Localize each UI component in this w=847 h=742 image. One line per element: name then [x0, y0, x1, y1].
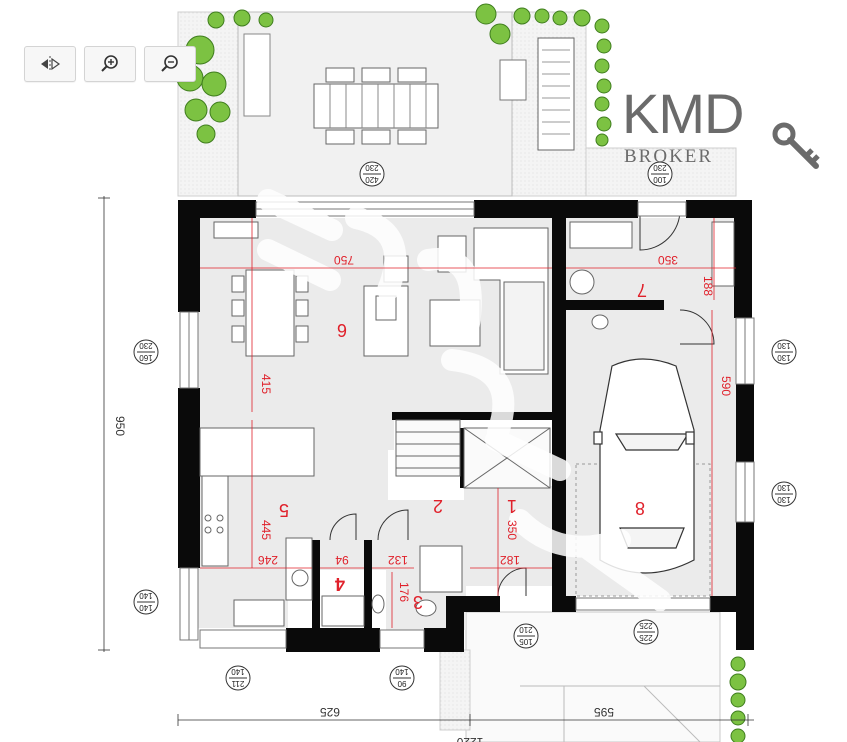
dim-living-height: 415 [259, 374, 273, 394]
logo-main-text: KMD [622, 82, 744, 145]
wc-window-tag: 90 140 [389, 665, 415, 691]
dim-hall-width: 182 [500, 553, 520, 567]
zoom-out-button[interactable] [144, 46, 196, 82]
utility-door-tag-top: 100 [653, 175, 667, 184]
living-window-tag-top: 160 [139, 353, 153, 362]
wc-window-tag-top: 90 [397, 679, 406, 688]
garage-window-top-tag-top: 130 [777, 353, 791, 362]
kmd-broker-logo: KMD BROKER [622, 82, 820, 169]
dim-room4-width: 94 [335, 553, 349, 567]
opening-tags: 420 230 100 230 160 230 130 130 130 130 … [133, 161, 797, 691]
terrace-table [313, 83, 439, 129]
room-number-8: 8 [635, 498, 645, 518]
door-swings [329, 209, 715, 597]
dim-utility-width: 350 [658, 253, 678, 267]
terrace-bench [243, 33, 271, 117]
entrance-door-tag: 105 210 [513, 623, 539, 649]
room-number-1: 1 [507, 496, 517, 516]
entrance-door-tag-bottom: 210 [519, 625, 533, 634]
terrace-side-table [499, 59, 527, 101]
room-number-3: 3 [413, 592, 423, 612]
dim-overall-height: 950 [113, 416, 127, 436]
utility-door-tag: 100 230 [647, 161, 673, 187]
kitchen-bottom-window-tag-top: 211 [231, 679, 244, 688]
garage-window-top-tag: 130 130 [771, 339, 797, 365]
structural-dimension-lines [98, 196, 754, 726]
garage-door-tag: 225 225 [633, 619, 659, 645]
flip-icon [41, 56, 61, 72]
flip-button[interactable] [24, 46, 76, 82]
zoom-out-icon [161, 55, 178, 72]
terrace-door-tag: 420 230 [359, 161, 385, 187]
dim-width-total: 1220 [456, 735, 483, 742]
garage-door-tag-bottom: 225 [639, 621, 653, 630]
room-number-6: 6 [337, 320, 347, 340]
dim-width-left: 625 [320, 705, 340, 719]
dim-width-right: 595 [594, 705, 614, 719]
walls [178, 200, 754, 652]
room-number-4: 4 [335, 574, 345, 594]
furniture [199, 221, 735, 627]
zoom-in-button[interactable] [84, 46, 136, 82]
garage-window-bottom-tag-bottom: 130 [777, 483, 791, 492]
kitchen-window-tag-top: 140 [139, 603, 153, 612]
driveway [465, 611, 721, 742]
kitchen-bottom-window-tag: 211 140 [225, 665, 251, 691]
dimension-lines [200, 218, 736, 628]
kitchen-window-tag-bottom: 140 [139, 591, 153, 600]
hedge-top-left [176, 9, 274, 144]
kitchen-bottom-window-tag-bottom: 140 [231, 667, 245, 676]
room-number-2: 2 [433, 496, 443, 516]
hedge-bottom-right [729, 656, 747, 742]
garage-door-tag-top: 225 [639, 633, 653, 642]
logo-sub-text: BROKER [624, 146, 714, 167]
dim-garage-height: 590 [719, 376, 733, 396]
room-number-7: 7 [637, 280, 647, 300]
car [593, 358, 695, 574]
dim-kitchen-height: 445 [259, 520, 273, 540]
garage-window-bottom-tag: 130 130 [771, 481, 797, 507]
terrace-lounger [537, 37, 575, 151]
wc-window-tag-bottom: 140 [395, 667, 409, 676]
room-number-5: 5 [279, 500, 289, 520]
dim-kitchen-width: 246 [258, 553, 278, 567]
terrace-door-tag-bottom: 230 [365, 163, 379, 172]
key-icon [772, 122, 820, 169]
living-window-tag: 160 230 [133, 339, 159, 365]
utility-door-tag-bottom: 230 [653, 163, 667, 172]
terrace-door-tag-top: 420 [365, 175, 379, 184]
hedge-top-right [475, 3, 612, 147]
dim-living-width: 750 [334, 253, 354, 267]
living-window-tag-bottom: 230 [139, 341, 153, 350]
viewer-toolbar [24, 46, 196, 82]
zoom-in-icon [101, 55, 118, 72]
entrance-door-tag-top: 105 [519, 637, 533, 646]
watermark [257, 189, 671, 611]
garage-window-top-tag-bottom: 130 [777, 341, 791, 350]
dim-room3-height: 176 [397, 582, 411, 602]
dim-hall-height: 350 [505, 520, 519, 540]
kitchen-window-tag: 140 140 [133, 589, 159, 615]
garage-window-bottom-tag-top: 130 [777, 495, 791, 504]
dim-room3-width: 132 [388, 553, 408, 567]
dim-utility-height: 188 [701, 276, 715, 296]
